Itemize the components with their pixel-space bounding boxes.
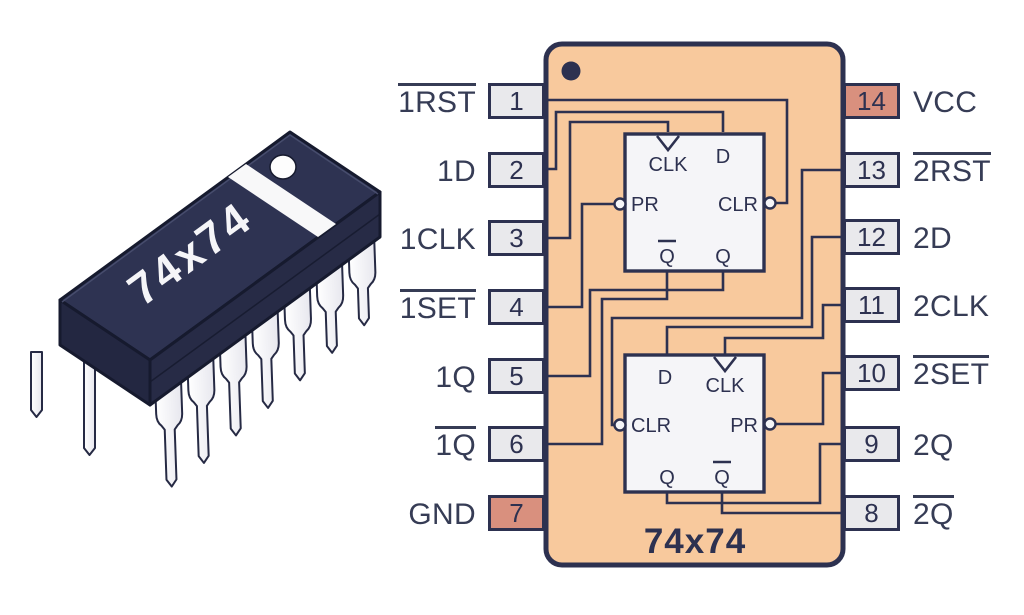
pin-label-1rst: 1RST <box>362 83 476 119</box>
ff1-clk-label: CLK <box>649 154 689 176</box>
ff2-q-label: Q <box>659 467 675 489</box>
pin-label-1clk: 1CLK <box>399 223 476 257</box>
pin-label-1d: 1D <box>437 155 476 189</box>
front-pins <box>153 234 377 488</box>
ff1-clr-label: CLR <box>718 194 758 216</box>
pin-box-10: 10 <box>843 355 900 391</box>
pin-box-12: 12 <box>843 219 900 255</box>
pin-label-2set: 2SET <box>913 355 1024 391</box>
ff1-q-label: Q <box>715 246 731 268</box>
pin-label-2q-bar: 2Q <box>913 495 1024 531</box>
pinout-title: 74x74 <box>644 522 746 561</box>
pin-label-2q: 2Q <box>913 429 954 463</box>
pin-box-2: 2 <box>488 152 545 188</box>
ff2-qbar-label: Q <box>714 467 730 489</box>
pin-box-8: 8 <box>843 495 900 531</box>
chip-stripe <box>228 164 336 237</box>
active-low-bubble-ff1-clr <box>763 196 777 210</box>
pin-box-9: 9 <box>843 426 900 462</box>
pin-box-13: 13 <box>843 152 900 188</box>
active-low-bubble-ff2-pr <box>763 417 777 431</box>
chip-3d-illustration: 74x74 <box>30 130 382 488</box>
pin-box-3: 3 <box>488 220 545 256</box>
ff2-pr-label: PR <box>730 415 758 437</box>
pin-box-11: 11 <box>843 287 900 323</box>
clock-edge-triangle <box>712 356 738 374</box>
flip-flop-1: CLK D PR CLR Q Q <box>613 132 777 273</box>
pin-label-1q-bar: 1Q <box>362 426 476 462</box>
pin-box-6: 6 <box>488 426 545 462</box>
pin-label-1q: 1Q <box>435 361 476 395</box>
pin-label-gnd: GND <box>408 498 476 532</box>
clock-edge-triangle <box>655 135 681 153</box>
pin-label-2rst: 2RST <box>913 152 1024 188</box>
pin-box-4: 4 <box>488 289 545 325</box>
ff1-d-label: D <box>716 146 730 168</box>
pin-label-1set: 1SET <box>362 289 476 325</box>
ff2-d-label: D <box>658 367 672 389</box>
ff2-clr-label: CLR <box>631 415 671 437</box>
pin-box-1: 1 <box>488 83 545 119</box>
active-low-bubble-ff1-pr <box>613 197 627 211</box>
pin-box-7: 7 <box>488 495 545 531</box>
pin-box-14: 14 <box>843 83 900 119</box>
internal-wires <box>546 98 843 515</box>
pin-label-2clk: 2CLK <box>913 290 990 324</box>
ff1-pr-label: PR <box>631 194 659 216</box>
active-low-bubble-ff2-clr <box>613 418 627 432</box>
ff2-clk-label: CLK <box>706 375 746 397</box>
pin-label-2d: 2D <box>913 222 952 256</box>
chip-indent-circle <box>269 154 297 180</box>
flip-flop-2: D CLK CLR PR Q Q <box>613 353 777 494</box>
flip-flop-2-box <box>623 353 766 494</box>
pin-label-vcc: VCC <box>913 86 978 120</box>
chip-body <box>58 130 382 407</box>
pin1-indicator-dot <box>561 61 581 81</box>
pin-box-5: 5 <box>488 358 545 394</box>
ff1-qbar-label: Q <box>659 246 675 268</box>
